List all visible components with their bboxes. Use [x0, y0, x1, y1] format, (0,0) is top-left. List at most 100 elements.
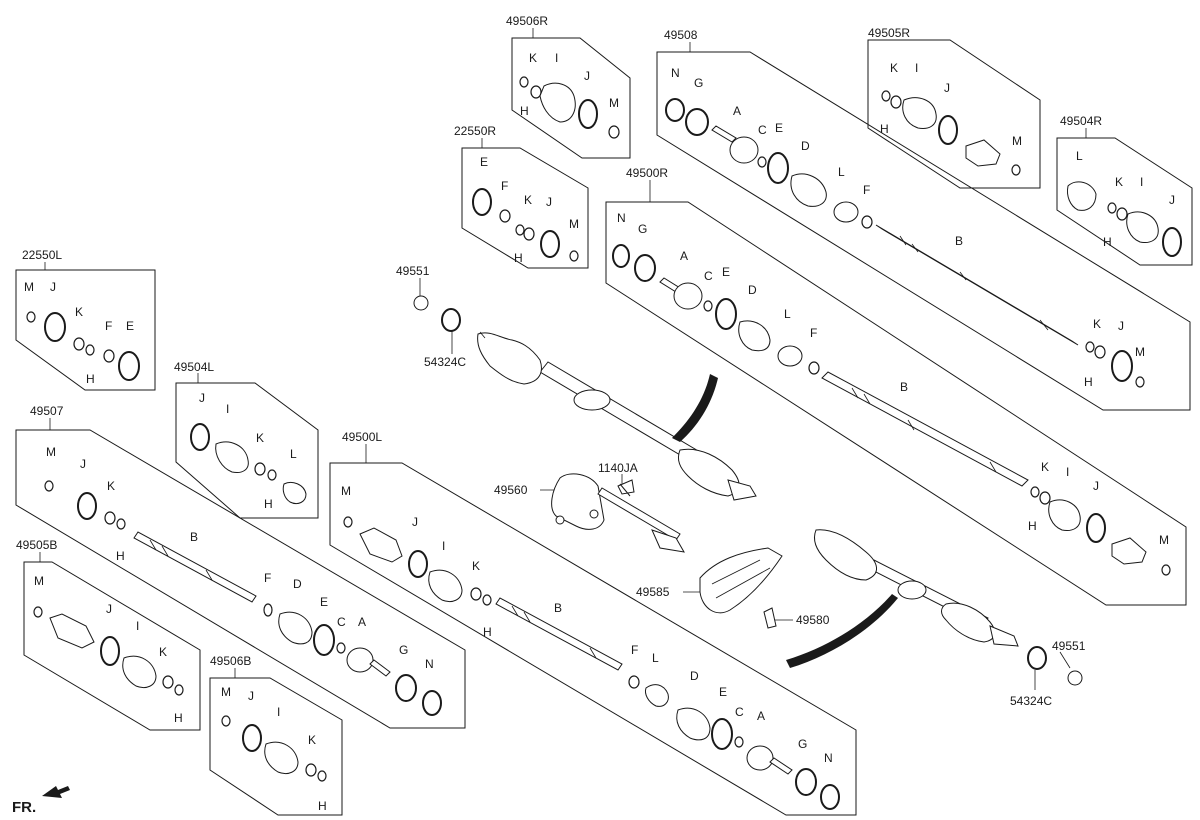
letter-label: N [671, 66, 680, 80]
letter-label: K [524, 193, 532, 207]
kit-boxes [15, 37, 1193, 816]
letter-label: J [1118, 319, 1124, 333]
letter-label: L [1076, 149, 1083, 163]
letter-label: M [1012, 134, 1022, 148]
letter-label: D [801, 139, 810, 153]
bracket-49560 [551, 473, 685, 553]
letter-label: M [221, 685, 231, 699]
letter-label: I [915, 61, 918, 75]
letter-label: I [277, 705, 280, 719]
letter-label: E [719, 685, 727, 699]
letter-label: M [341, 484, 351, 498]
letter-label: K [75, 305, 83, 319]
letter-label: K [1093, 317, 1101, 331]
callout-49507: 49507 [30, 404, 64, 418]
callout-1140JA: 1140JA [598, 461, 638, 475]
letter-label: E [320, 595, 328, 609]
letter-label: M [34, 574, 44, 588]
letter-label: J [106, 602, 112, 616]
letter-label: I [1066, 465, 1069, 479]
letter-label: K [529, 51, 537, 65]
letter-label: K [159, 645, 167, 659]
letter-label: H [483, 625, 492, 639]
box-49500R [605, 201, 1187, 606]
letter-label: K [107, 479, 115, 493]
letter-label: E [480, 155, 488, 169]
callout-49505R: 49505R [868, 26, 910, 40]
letter-label: E [126, 319, 134, 333]
letter-label: K [1115, 175, 1123, 189]
box-22550L [15, 269, 156, 391]
letter-label: M [1159, 533, 1169, 547]
letter-label: F [810, 326, 817, 340]
letter-label: D [748, 283, 757, 297]
part-letter-labels: K I J M H N G A C E D L F B K J M H K I … [24, 51, 1175, 813]
letter-label: F [105, 319, 112, 333]
callout-49504L: 49504L [174, 360, 214, 374]
letter-label: E [722, 265, 730, 279]
letter-label: C [758, 123, 767, 137]
kit-49508-parts [665, 98, 1145, 388]
callouts: 49506R 49508 49505R 49504R 22550R 49500R… [16, 14, 1102, 708]
box-49504L [175, 382, 319, 519]
callout-49505B: 49505B [16, 538, 57, 552]
letter-label: M [569, 217, 579, 231]
letter-label: M [1135, 345, 1145, 359]
callout-49551-upper: 49551 [396, 264, 430, 278]
letter-label: J [50, 280, 56, 294]
callout-49551-lower: 49551 [1052, 639, 1086, 653]
lower-assembly [813, 529, 1019, 647]
shaft-49507 [133, 531, 257, 603]
letter-label: J [1169, 193, 1175, 207]
letter-label: G [638, 222, 647, 236]
kit-49505R-parts [881, 90, 1021, 176]
letter-label: A [757, 709, 765, 723]
box-49505R [867, 39, 1041, 189]
callout-49500L: 49500L [342, 430, 382, 444]
callout-49506B: 49506B [210, 654, 251, 668]
kit-49505B-parts [33, 606, 184, 696]
kit-22550L-parts [26, 311, 140, 381]
letter-label: C [704, 269, 713, 283]
letter-label: H [1103, 235, 1112, 249]
letter-label: J [80, 457, 86, 471]
letter-label: J [248, 689, 254, 703]
letter-label: C [735, 705, 744, 719]
letter-label: F [501, 179, 508, 193]
kit-49506R-parts [519, 76, 620, 139]
letter-label: H [116, 549, 125, 563]
letter-label: L [784, 307, 791, 321]
callout-49560: 49560 [494, 483, 528, 497]
letter-label: B [955, 234, 963, 248]
front-direction-indicator: FR. [12, 786, 70, 816]
letter-label: K [1041, 460, 1049, 474]
letter-label: I [226, 402, 229, 416]
letter-label: N [824, 751, 833, 765]
letter-label: J [944, 81, 950, 95]
shaft-49500L [495, 597, 623, 671]
letter-label: J [412, 515, 418, 529]
callout-49508: 49508 [664, 28, 698, 42]
letter-label: L [652, 651, 659, 665]
letter-label: B [900, 380, 908, 394]
letter-label: H [514, 251, 523, 265]
letter-label: F [631, 643, 638, 657]
letter-label: A [733, 104, 741, 118]
letter-label: F [264, 571, 271, 585]
letter-label: H [1028, 519, 1037, 533]
callout-54324C-lower: 54324C [1010, 694, 1052, 708]
shaft-49500R [821, 371, 1029, 487]
pointer-arc-lower [786, 594, 898, 668]
kit-22550R-parts [472, 188, 579, 262]
letter-label: F [863, 183, 870, 197]
letter-label: H [86, 372, 95, 386]
box-22550R [461, 147, 589, 269]
letter-label: J [546, 195, 552, 209]
letter-label: H [174, 711, 183, 725]
letter-label: J [199, 391, 205, 405]
kit-49500R-parts [612, 244, 1171, 576]
letter-label: D [690, 669, 699, 683]
letter-label: I [1140, 175, 1143, 189]
letter-label: B [554, 601, 562, 615]
